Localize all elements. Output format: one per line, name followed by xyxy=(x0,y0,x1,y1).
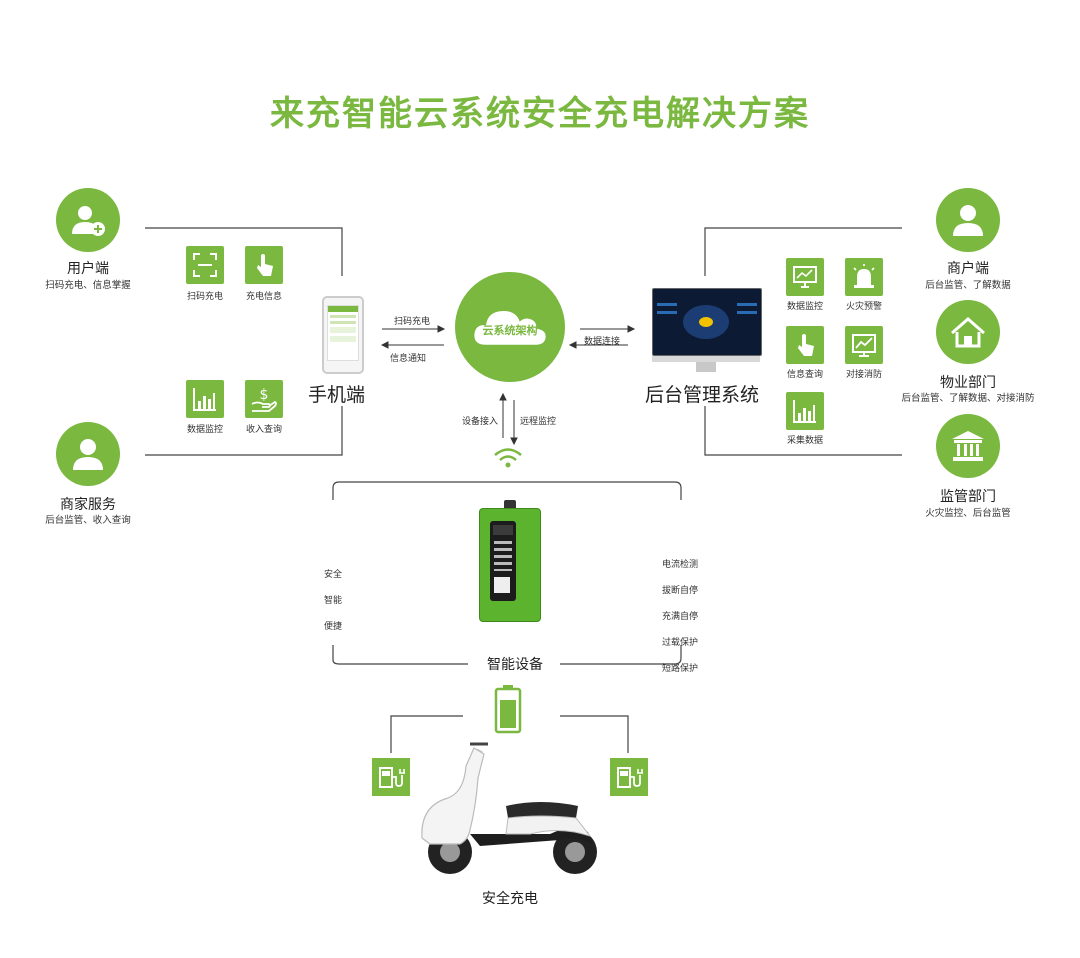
feature-item: 智能 xyxy=(324,596,343,606)
backend-label: 后台管理系统 xyxy=(645,384,760,406)
charging-station-icon xyxy=(372,758,410,796)
role-supervision-name: 监管部门 xyxy=(940,489,996,505)
charger-device-image xyxy=(479,500,541,622)
touch-hand-icon xyxy=(257,254,273,276)
role-supervision-desc: 火灾监控、后台监管 xyxy=(925,508,1011,519)
role-user xyxy=(56,188,120,252)
safe-charge-label: 安全充电 xyxy=(482,891,538,907)
role-property-name: 物业部门 xyxy=(940,375,996,391)
cloud-icon xyxy=(474,311,546,345)
tile-label: 火灾预警 xyxy=(845,302,882,312)
tile-label: 信息查询 xyxy=(786,370,823,380)
user-plus-icon xyxy=(56,188,120,252)
money-hand-icon: $ xyxy=(251,387,277,412)
tile-info-query xyxy=(786,326,824,364)
role-property xyxy=(936,300,1000,364)
phone-screen xyxy=(327,305,359,361)
role-user-desc: 扫码充电、信息掌握 xyxy=(45,280,131,291)
cloud-label: 云系统架构 xyxy=(482,324,538,337)
scan-icon xyxy=(193,253,217,277)
role-supervision xyxy=(936,414,1000,478)
role-property-desc: 后台监管、了解数据、对接消防 xyxy=(901,393,1035,404)
tile-label: 数据监控 xyxy=(786,302,823,312)
screen-line-chart-icon xyxy=(852,334,876,357)
house-icon xyxy=(936,300,1000,364)
feature-item: 充满自停 xyxy=(662,612,699,622)
electric-scooter-image xyxy=(421,742,597,874)
bar-chart-icon xyxy=(793,400,816,423)
feature-item: 过载保护 xyxy=(662,638,699,648)
battery-icon xyxy=(494,685,522,734)
tile-label: 扫码充电 xyxy=(186,292,223,302)
monitor-image xyxy=(652,288,762,376)
tile-charge-info xyxy=(245,246,283,284)
role-user-name: 用户端 xyxy=(67,261,109,277)
svg-text:$: $ xyxy=(260,387,269,403)
role-merchant-service-desc: 后台监管、收入查询 xyxy=(45,515,131,526)
user-icon xyxy=(56,422,120,486)
feature-item: 短路保护 xyxy=(662,664,699,674)
tile-scan-charge xyxy=(186,246,224,284)
role-merchant-service-name: 商家服务 xyxy=(60,497,116,513)
role-merchant-name: 商户端 xyxy=(947,261,989,277)
tile-fire-warning xyxy=(845,258,883,296)
mobile-label: 手机端 xyxy=(308,384,366,406)
device-right-features: 电流检测 拔断自停 充满自停 过载保护 短路保护 xyxy=(662,546,698,689)
feature-item: 电流检测 xyxy=(662,560,699,570)
arrow-label-info-notice: 信息通知 xyxy=(390,354,427,364)
feature-item: 安全 xyxy=(324,570,343,580)
cloud-system xyxy=(455,272,565,382)
phone-image xyxy=(322,296,364,374)
feature-item: 拔断自停 xyxy=(662,586,699,596)
tile-collect-data xyxy=(786,392,824,430)
arrow-label-data-link: 数据连接 xyxy=(584,337,621,347)
role-merchant-service xyxy=(56,422,120,486)
feature-item: 便捷 xyxy=(324,622,343,632)
tile-label: 收入查询 xyxy=(245,425,282,435)
device-left-features: 安全 智能 便捷 xyxy=(324,556,342,647)
arrow-label-device-access: 设备接入 xyxy=(462,417,499,427)
user-icon xyxy=(936,188,1000,252)
tile-label: 数据监控 xyxy=(186,425,223,435)
tile-label: 充电信息 xyxy=(245,292,282,302)
tile-label: 对接消防 xyxy=(845,370,882,380)
device-label: 智能设备 xyxy=(487,657,543,673)
government-building-icon xyxy=(936,414,1000,478)
tile-data-monitor xyxy=(186,380,224,418)
tile-label: 采集数据 xyxy=(786,436,823,446)
role-merchant-desc: 后台监管、了解数据 xyxy=(925,280,1011,291)
page-title: 来充智能云系统安全充电解决方案 xyxy=(270,94,810,134)
tile-backend-data-monitor xyxy=(786,258,824,296)
tile-fire-link xyxy=(845,326,883,364)
charging-station-icon xyxy=(610,758,648,796)
arrow-label-remote-monitor: 远程监控 xyxy=(520,417,557,427)
touch-hand-icon xyxy=(798,334,814,356)
arrow-label-scan-charge: 扫码充电 xyxy=(394,317,431,327)
role-merchant xyxy=(936,188,1000,252)
wifi-icon xyxy=(494,448,522,468)
monitor-chart-icon xyxy=(793,266,817,288)
alarm-light-icon xyxy=(853,264,875,288)
monitor-screen xyxy=(652,288,762,356)
tile-income-query: $ xyxy=(245,380,283,418)
bar-chart-icon xyxy=(193,388,216,411)
